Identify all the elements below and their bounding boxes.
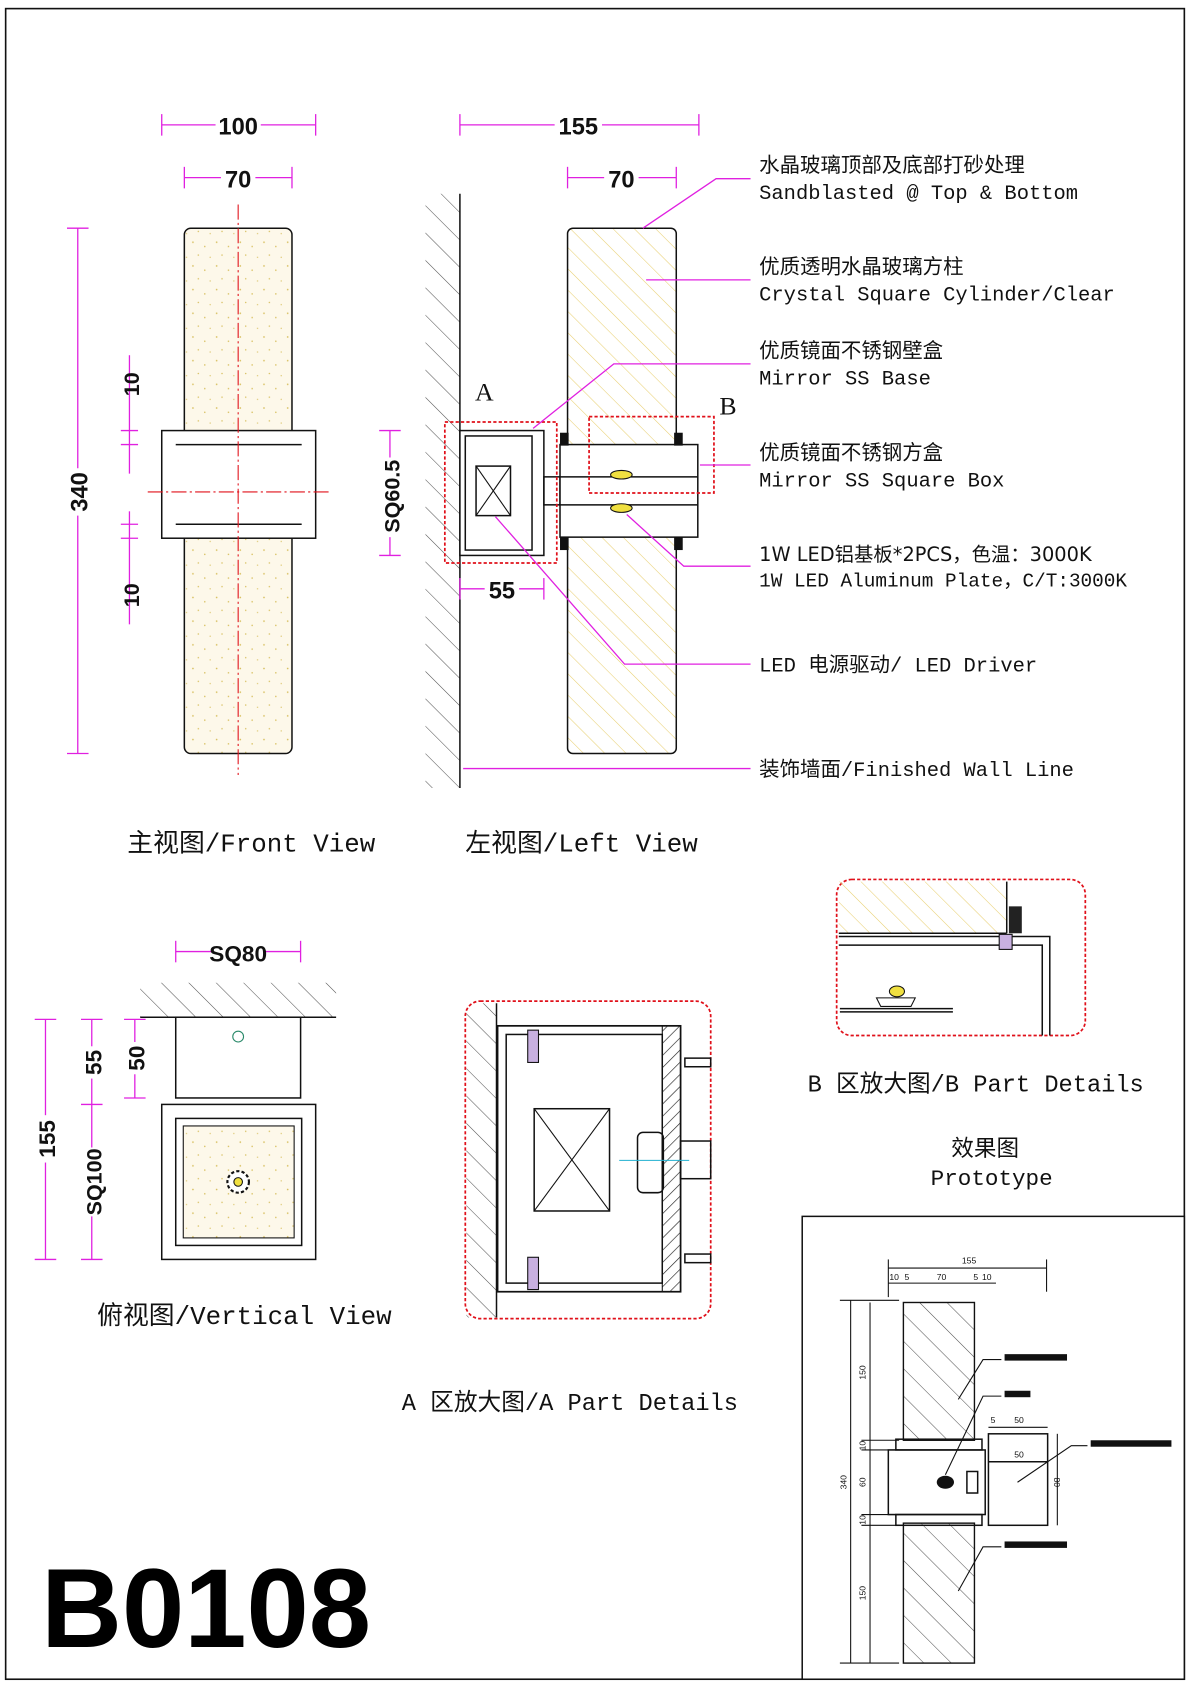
prototype-title-cn: 效果图 [951, 1136, 1019, 1162]
svg-text:70: 70 [608, 167, 634, 193]
svg-text:150: 150 [858, 1586, 868, 1601]
svg-text:10: 10 [120, 583, 144, 607]
detail-a-cloud [443, 421, 558, 564]
svg-text:50: 50 [1014, 1449, 1024, 1459]
dim-front-width-inner: 70 [183, 164, 293, 193]
svg-text:100: 100 [218, 115, 257, 141]
dim-vertical-50: 50 [121, 1018, 150, 1099]
dim-vertical-square: SQ100 [78, 1104, 106, 1261]
svg-text:Mirror SS Base: Mirror SS Base [759, 368, 931, 391]
svg-text:150: 150 [858, 1365, 868, 1380]
left-view-title: 左视图/Left View [465, 828, 698, 859]
sheet-border [4, 7, 1186, 1681]
svg-text:A: A [475, 377, 494, 406]
svg-text:Crystal Square Cylinder/Clear: Crystal Square Cylinder/Clear [759, 284, 1115, 307]
svg-text:155: 155 [35, 1120, 60, 1158]
svg-text:1W LED Aluminum Plate，C/T:3000: 1W LED Aluminum Plate，C/T:3000K [759, 571, 1127, 593]
svg-text:60: 60 [858, 1477, 868, 1487]
svg-text:水晶玻璃顶部及底部打砂处理: 水晶玻璃顶部及底部打砂处理 [759, 153, 1025, 177]
svg-text:5: 5 [991, 1415, 996, 1425]
front-view: 100 70 340 10 10 主视图/Front View [64, 111, 376, 859]
svg-text:LED 电源驱动/ LED Driver: LED 电源驱动/ LED Driver [759, 654, 1037, 679]
svg-text:SQ60.5: SQ60.5 [381, 460, 405, 533]
svg-text:5: 5 [973, 1272, 978, 1282]
svg-text:10: 10 [982, 1272, 992, 1282]
svg-text:10: 10 [889, 1272, 899, 1282]
model-code: B0108 [41, 1546, 371, 1671]
a-part-details: A 区放大图/A Part Details [402, 1000, 738, 1418]
prototype-title-en: Prototype [931, 1166, 1053, 1192]
svg-text:B: B [719, 391, 736, 420]
dim-left-base-depth: 55 [459, 575, 545, 604]
a-detail-title: A 区放大图/A Part Details [402, 1389, 738, 1418]
dim-vertical-box: SQ80 [175, 938, 302, 966]
svg-text:50: 50 [125, 1046, 150, 1071]
svg-text:优质镜面不锈钢方盒: 优质镜面不锈钢方盒 [759, 441, 943, 465]
prototype-drawing: 155 10 5 70 5 10 150 10 60 10 150 340 5 … [801, 1215, 1186, 1680]
callout-labels: 水晶玻璃顶部及底部打砂处理 Sandblasted @ Top & Bottom… [759, 153, 1127, 783]
svg-text:10: 10 [120, 372, 144, 396]
svg-text:55: 55 [81, 1050, 106, 1075]
dim-left-base-square: SQ60.5 [377, 429, 405, 557]
dim-front-width-outer: 100 [161, 111, 317, 141]
svg-text:Mirror SS Square Box: Mirror SS Square Box [759, 471, 1004, 494]
svg-text:SQ100: SQ100 [82, 1148, 106, 1215]
dim-vertical-55: 55 [78, 1018, 106, 1106]
svg-text:340: 340 [67, 472, 93, 512]
dim-vertical-total: 155 [32, 1018, 60, 1261]
svg-text:1W LED铝基板*2PCS，色温：3000K: 1W LED铝基板*2PCS，色温：3000K [759, 543, 1093, 566]
vertical-view-title: 俯视图/Vertical View [97, 1301, 392, 1332]
dim-left-depth: 155 [459, 111, 700, 141]
b-detail-title: B 区放大图/B Part Details [808, 1071, 1144, 1100]
svg-text:10: 10 [858, 1441, 868, 1451]
dim-front-gaps: 10 10 [120, 355, 144, 625]
svg-text:55: 55 [489, 578, 515, 604]
svg-text:SQ80: SQ80 [209, 941, 267, 966]
svg-text:70: 70 [937, 1272, 947, 1282]
svg-text:5: 5 [904, 1272, 909, 1282]
svg-text:Sandblasted @ Top & Bottom: Sandblasted @ Top & Bottom [759, 183, 1078, 206]
svg-text:优质透明水晶玻璃方柱: 优质透明水晶玻璃方柱 [759, 254, 963, 278]
svg-text:50: 50 [1014, 1415, 1024, 1425]
svg-text:10: 10 [858, 1515, 868, 1525]
detail-b-cloud [588, 415, 715, 494]
svg-text:优质镜面不锈钢壁盒: 优质镜面不锈钢壁盒 [759, 338, 943, 362]
svg-text:70: 70 [225, 167, 251, 193]
svg-text:340: 340 [838, 1475, 848, 1490]
left-view: A B 155 70 SQ60.5 55 左视图/Left View [377, 111, 737, 859]
vertical-view: SQ80 155 55 50 SQ100 俯视图/Vertical View [32, 938, 392, 1332]
front-view-title: 主视图/Front View [127, 828, 375, 859]
svg-text:155: 155 [962, 1256, 977, 1266]
callout-leaders [463, 178, 751, 770]
prototype-illegible-notes [1004, 1354, 1172, 1548]
svg-text:80: 80 [1052, 1477, 1062, 1487]
svg-text:155: 155 [559, 115, 599, 141]
dim-left-width: 70 [566, 164, 677, 193]
svg-text:装饰墙面/Finished Wall Line: 装饰墙面/Finished Wall Line [759, 758, 1074, 783]
b-part-details: B 区放大图/B Part Details [808, 878, 1144, 1100]
dim-front-height: 340 [64, 227, 93, 755]
